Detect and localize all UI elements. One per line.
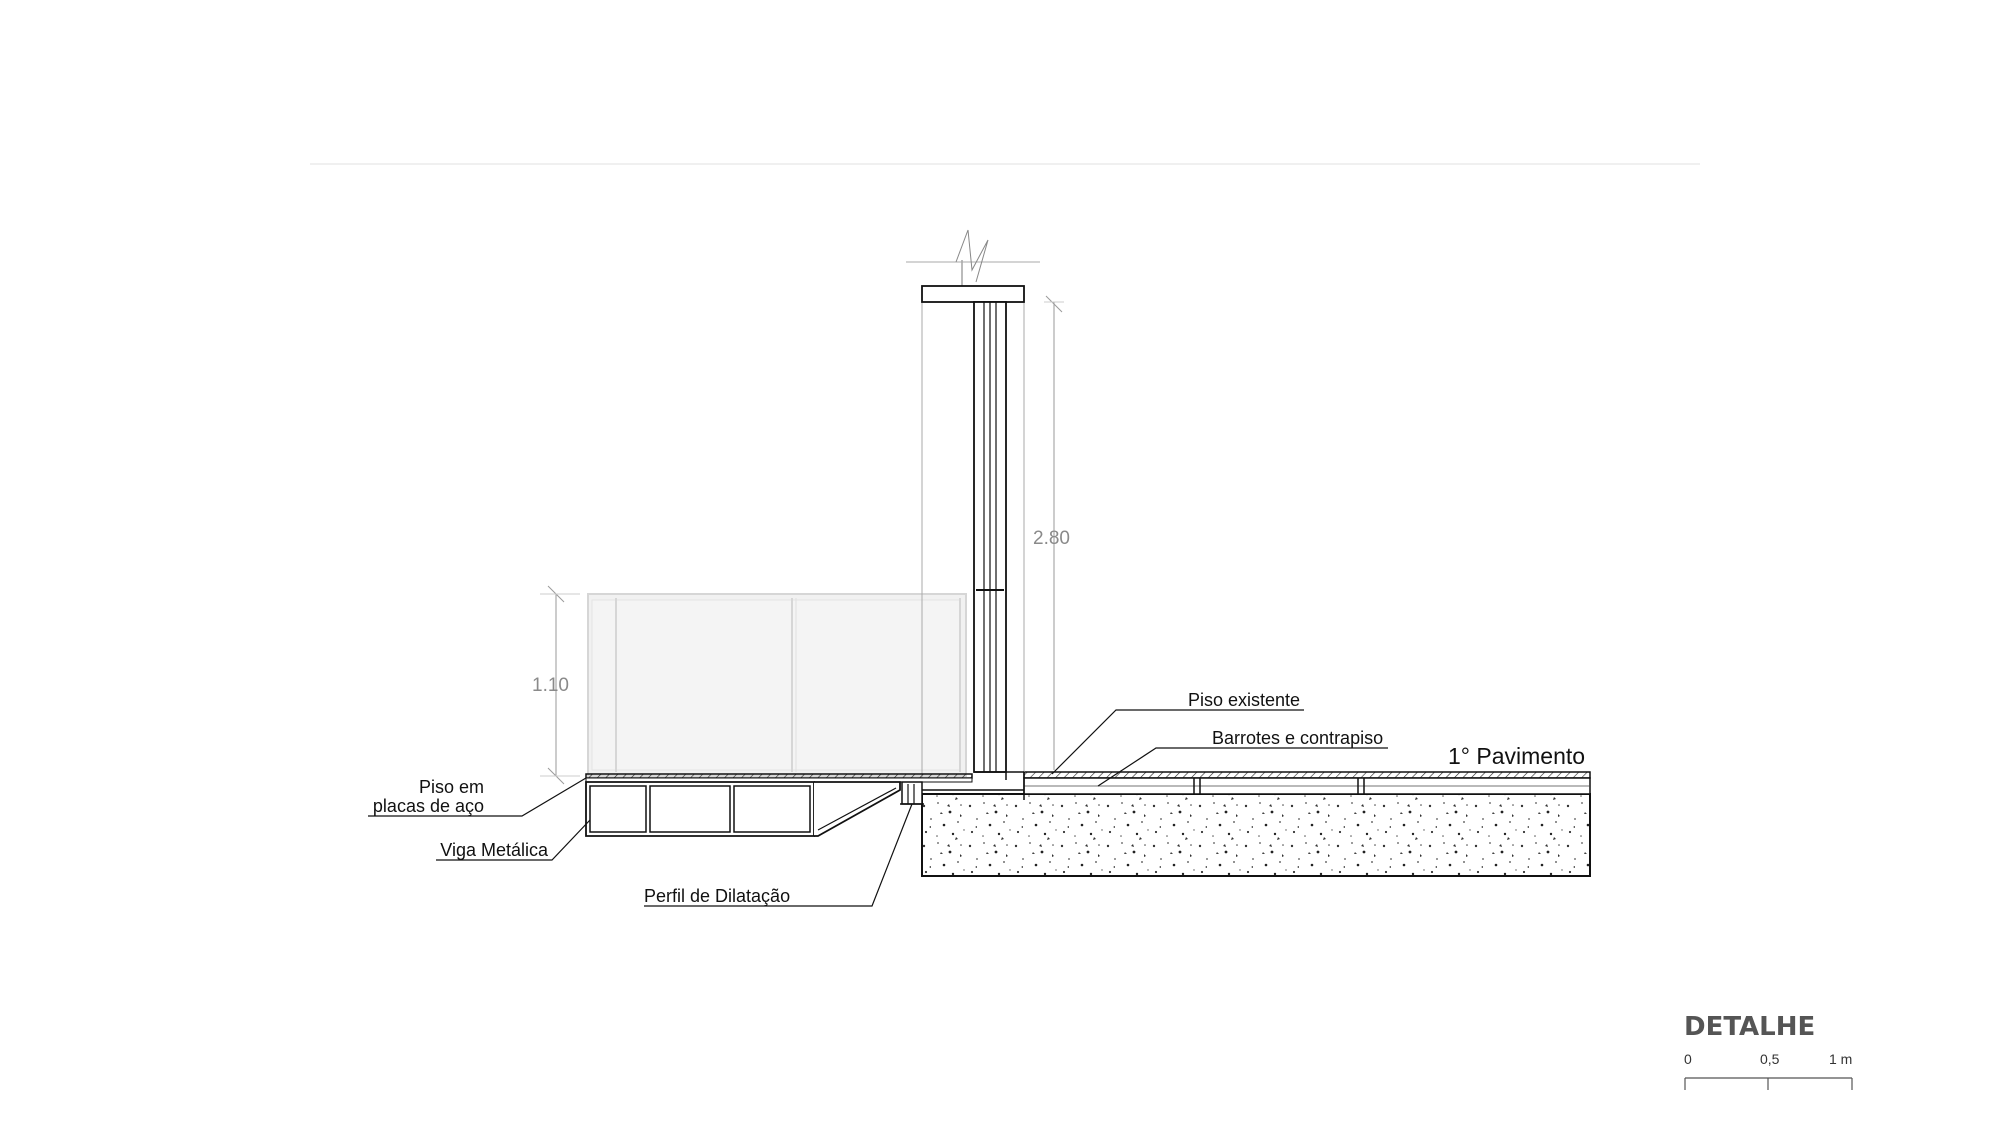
dimension-2-80: 2.80 bbox=[1033, 295, 1070, 770]
label-viga-metalica: Viga Metálica bbox=[440, 840, 549, 860]
vertical-frame bbox=[921, 260, 1025, 792]
steel-plate-floor bbox=[585, 773, 973, 783]
scale-bar: DETALHE 0 0,5 1 m bbox=[1684, 1012, 1853, 1090]
glass-railing bbox=[587, 593, 967, 777]
scale-tick-0: 0 bbox=[1684, 1051, 1692, 1067]
scale-title: DETALHE bbox=[1684, 1012, 1815, 1042]
scale-tick-1m: 1 m bbox=[1829, 1051, 1852, 1067]
dimension-label-1-10: 1.10 bbox=[532, 675, 569, 696]
expansion-joint-profile bbox=[900, 781, 924, 805]
scale-tick-0-5: 0,5 bbox=[1760, 1051, 1780, 1067]
dimension-label-2-80: 2.80 bbox=[1033, 528, 1070, 549]
label-barrotes-e-contrapiso: Barrotes e contrapiso bbox=[1212, 728, 1383, 748]
label-perfil-de-dilatacao: Perfil de Dilatação bbox=[644, 886, 790, 906]
concrete-slab bbox=[921, 789, 1591, 877]
existing-floor bbox=[1023, 771, 1591, 800]
dimension-1-10: 1.10 bbox=[532, 585, 580, 785]
label-piso-em: Piso em bbox=[419, 777, 484, 797]
leader-lines bbox=[368, 709, 1388, 907]
break-line-symbol bbox=[906, 229, 1040, 283]
metal-beam bbox=[585, 781, 901, 837]
label-piso-existente: Piso existente bbox=[1188, 690, 1300, 710]
label-placas-de-aco: placas de aço bbox=[373, 796, 484, 816]
label-1-pavimento: 1° Pavimento bbox=[1448, 743, 1585, 769]
